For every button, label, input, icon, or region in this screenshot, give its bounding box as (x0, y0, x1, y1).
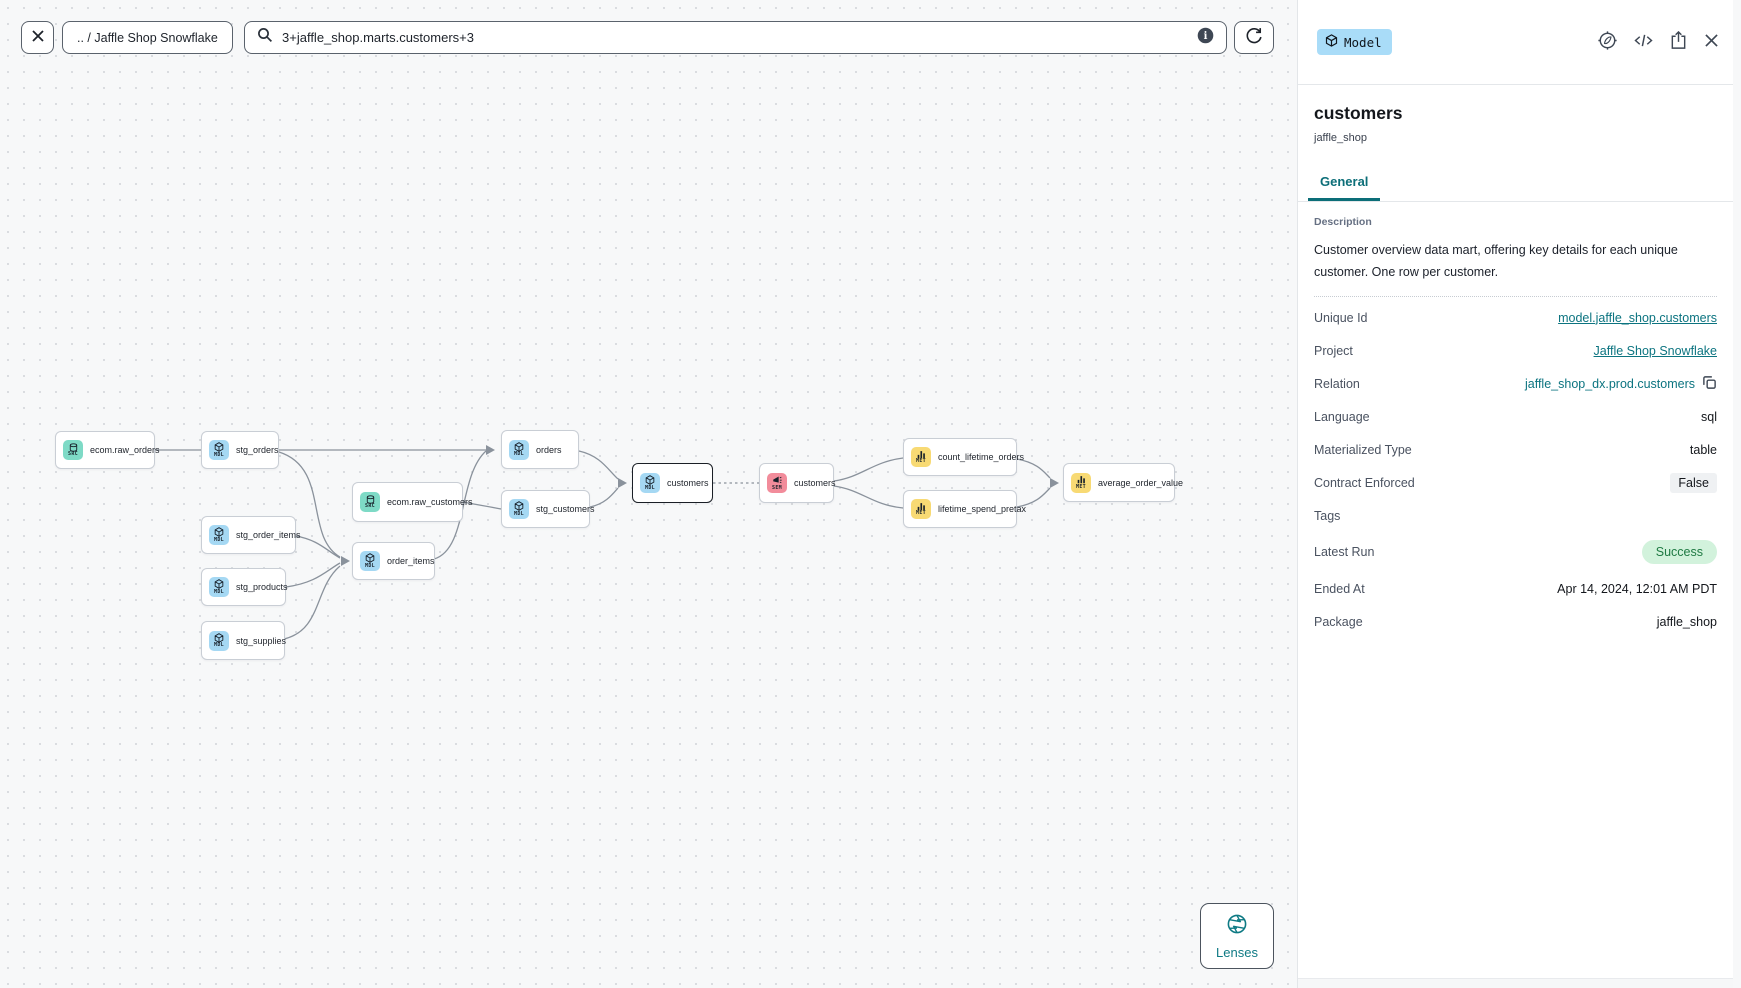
resource-type-badge: Model (1317, 29, 1392, 55)
page-title: customers (1314, 103, 1403, 123)
copy-icon (1702, 375, 1717, 393)
lenses-button[interactable]: Lenses (1200, 903, 1274, 969)
model-node-icon: MDL (509, 439, 529, 460)
details-panel: Model (1297, 0, 1741, 988)
language-value: sql (1701, 409, 1717, 424)
field-row-unique-id: Unique Id model.jaffle_shop.customers (1314, 310, 1717, 325)
field-row-contract-enforced: Contract Enforced False (1314, 466, 1717, 499)
panel-tabs: General (1298, 174, 1741, 202)
info-icon[interactable]: i (1197, 27, 1214, 49)
lineage-node-stg-order-items[interactable]: MDL stg_order_items (201, 516, 301, 554)
ended-at-value: Apr 14, 2024, 12:01 AM PDT (1557, 581, 1717, 596)
refresh-lineage-button[interactable] (1234, 21, 1274, 54)
code-button[interactable] (1634, 33, 1653, 51)
model-node-icon: MDL (640, 473, 660, 493)
lineage-node-customers-selected[interactable]: MDL customers (632, 463, 713, 503)
model-node-icon: MDL (209, 630, 229, 651)
panel-scrollbar-gutter[interactable] (1733, 0, 1741, 988)
lineage-node-stg-products[interactable]: MDL stg_products (201, 568, 288, 606)
lineage-node-count-lifetime-orders[interactable]: MET count_lifetime_orders (903, 438, 1024, 476)
metric-node-icon: MET (911, 447, 931, 467)
divider (1314, 296, 1717, 297)
lenses-button-label: Lenses (1216, 944, 1258, 960)
breadcrumb-label: .. / Jaffle Shop Snowflake (77, 30, 218, 45)
lineage-node-stg-customers[interactable]: MDL stg_customers (501, 490, 595, 528)
breadcrumb[interactable]: .. / Jaffle Shop Snowflake (62, 21, 233, 54)
package-subtitle: jaffle_shop (1314, 132, 1368, 144)
source-node-icon: SRC (360, 492, 380, 512)
lineage-node-order-items[interactable]: MDL order_items (352, 542, 435, 580)
description-label: Description (1314, 216, 1372, 228)
field-row-project: Project Jaffle Shop Snowflake (1314, 343, 1717, 358)
model-node-icon: MDL (209, 577, 229, 597)
unique-id-link[interactable]: model.jaffle_shop.customers (1558, 310, 1717, 325)
svg-text:i: i (1204, 31, 1208, 42)
lineage-node-stg-supplies[interactable]: MDL stg_supplies (201, 621, 286, 660)
share-icon (1670, 30, 1687, 53)
lineage-search-bar[interactable]: i (244, 21, 1227, 54)
lineage-selector-input[interactable] (282, 30, 1188, 45)
field-row-package: Package jaffle_shop (1314, 614, 1717, 629)
lineage-canvas[interactable]: SRC ecom.raw_orders MDL stg_orders SRC e… (0, 0, 1297, 988)
package-value: jaffle_shop (1656, 614, 1717, 629)
field-row-relation: Relation jaffle_shop_dx.prod.customers (1314, 367, 1717, 400)
tab-general[interactable]: General (1308, 174, 1381, 201)
lineage-node-orders[interactable]: MDL orders (501, 430, 579, 469)
panel-footer (1298, 978, 1733, 988)
model-node-icon: MDL (209, 525, 229, 545)
lineage-node-ecom-raw-customers[interactable]: SRC ecom.raw_customers (352, 482, 473, 522)
model-cube-icon (1325, 34, 1338, 50)
lineage-node-lifetime-spend-pretax[interactable]: MET lifetime_spend_pretax (903, 490, 1026, 528)
close-lineage-button[interactable] (21, 21, 54, 54)
model-node-icon: MDL (360, 551, 380, 571)
lens-aperture-icon (1226, 913, 1248, 940)
description-text: Customer overview data mart, offering ke… (1314, 243, 1678, 279)
metric-node-icon: MET (911, 499, 931, 519)
close-panel-button[interactable] (1704, 33, 1719, 51)
lineage-node-stg-orders[interactable]: MDL stg_orders (201, 431, 279, 469)
explore-lineage-button[interactable] (1598, 31, 1617, 53)
field-row-latest-run: Latest Run Success (1314, 532, 1717, 572)
field-row-tags: Tags (1314, 508, 1341, 523)
resource-type-label: Model (1344, 34, 1382, 50)
field-row-language: Language sql (1314, 409, 1717, 424)
field-row-materialized-type: Materialized Type table (1314, 442, 1717, 457)
lineage-node-customers-semantic[interactable]: SEM customers (759, 463, 836, 503)
lineage-node-ecom-raw-orders[interactable]: SRC ecom.raw_orders (55, 431, 160, 469)
search-icon (257, 27, 273, 48)
source-node-icon: SRC (63, 440, 83, 460)
contract-enforced-badge: False (1670, 472, 1717, 493)
semantic-model-node-icon: SEM (767, 473, 787, 493)
details-panel-header: Model (1298, 0, 1741, 85)
share-button[interactable] (1670, 30, 1687, 53)
compass-icon (1598, 31, 1617, 53)
metric-node-icon: MET (1071, 472, 1091, 493)
model-node-icon: MDL (209, 440, 229, 460)
copy-relation-button[interactable] (1702, 375, 1717, 393)
relation-value: jaffle_shop_dx.prod.customers (1524, 376, 1695, 391)
model-node-icon: MDL (509, 499, 529, 519)
materialized-type-value: table (1689, 442, 1717, 457)
code-icon (1634, 33, 1653, 51)
status-badge: Success (1641, 540, 1717, 564)
project-link[interactable]: Jaffle Shop Snowflake (1593, 343, 1717, 358)
field-row-ended-at: Ended At Apr 14, 2024, 12:01 AM PDT (1314, 581, 1717, 596)
lineage-node-average-order-value[interactable]: MET average_order_value (1063, 463, 1183, 502)
refresh-icon (1245, 27, 1263, 48)
close-icon (31, 29, 45, 46)
close-icon (1704, 33, 1719, 51)
